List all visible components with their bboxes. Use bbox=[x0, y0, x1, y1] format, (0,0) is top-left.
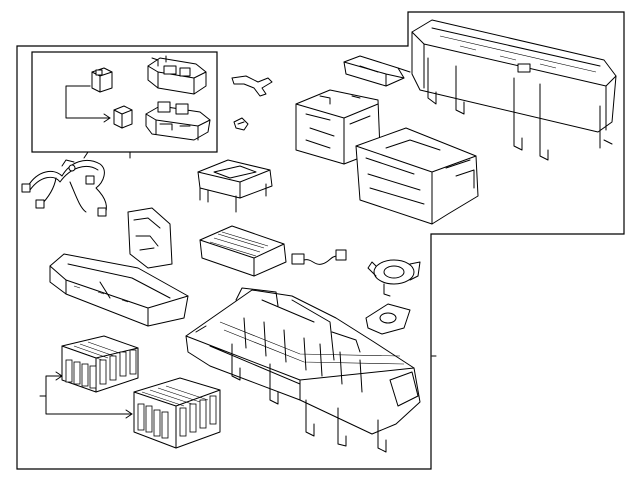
frame-rail bbox=[411, 19, 617, 161]
junction-block bbox=[147, 55, 207, 95]
sensor-connector bbox=[291, 249, 347, 265]
module-cells-small bbox=[65, 349, 137, 389]
relay-assembly-small bbox=[91, 67, 113, 93]
inset-box bbox=[31, 51, 218, 153]
diagram-frame bbox=[16, 11, 625, 470]
inset-bracket bbox=[65, 85, 111, 119]
wiring-harness bbox=[21, 151, 107, 217]
clip bbox=[233, 117, 249, 131]
cover-plate bbox=[127, 207, 173, 269]
duct-upper bbox=[343, 55, 411, 87]
hook-bracket bbox=[231, 75, 273, 97]
module-leader bbox=[39, 371, 133, 419]
control-module bbox=[199, 225, 287, 277]
battery-module-small bbox=[61, 335, 139, 393]
relay-inset bbox=[31, 51, 218, 159]
battery-module-large bbox=[133, 377, 221, 449]
blower-fan bbox=[367, 259, 421, 297]
battery-tray-frame bbox=[185, 287, 421, 453]
module-cells-large bbox=[137, 395, 217, 439]
mounting-bracket bbox=[197, 159, 273, 213]
battery-cover-lower bbox=[355, 127, 479, 225]
relay-small bbox=[113, 105, 133, 129]
battery-cover-tray bbox=[49, 253, 189, 327]
relay-board bbox=[145, 101, 211, 141]
fan-duct bbox=[365, 303, 411, 335]
